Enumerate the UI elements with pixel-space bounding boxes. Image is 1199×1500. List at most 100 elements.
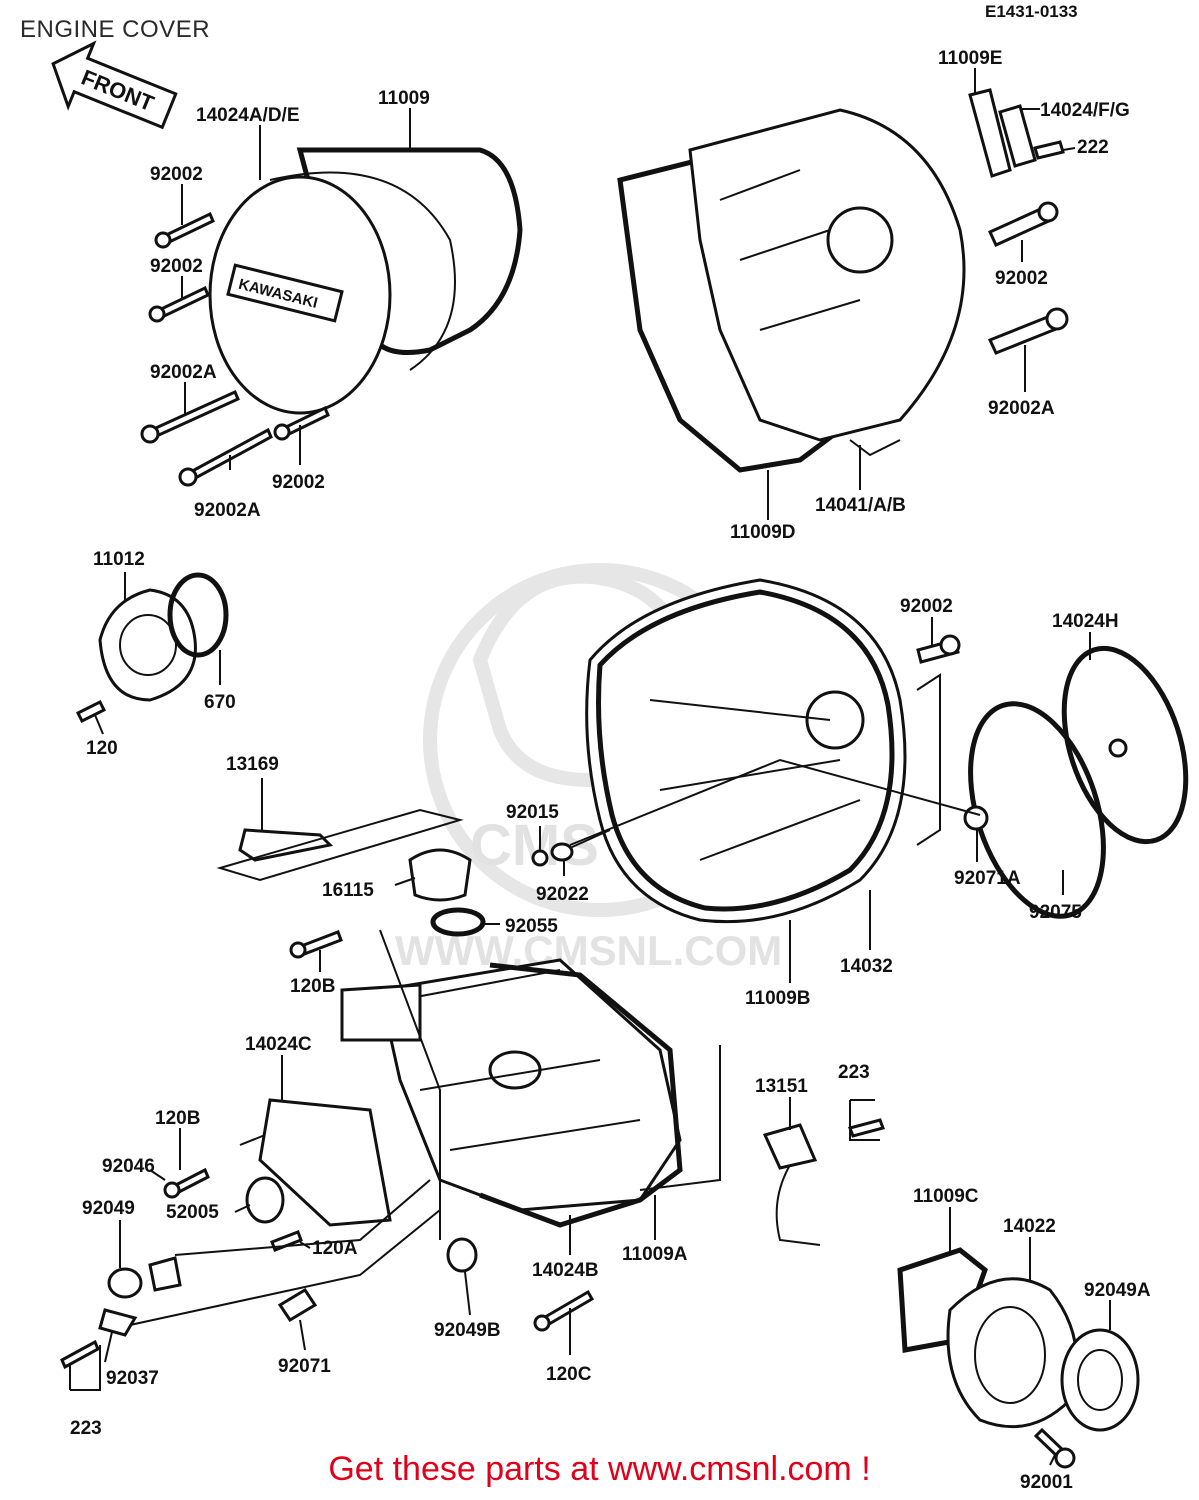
sensor-wire (775, 1164, 821, 1246)
side-cover-boss (826, 206, 894, 274)
gear-cover-group (289, 930, 683, 1228)
bolt-head (939, 634, 961, 656)
bracket-13169-frame (216, 808, 464, 882)
label-120: 120 (86, 738, 118, 759)
bolt-head (289, 941, 307, 959)
label-14024ade: 14024A/D/E (196, 105, 300, 126)
label-14024fg: 14024/F/G (1040, 100, 1130, 121)
bolt-head (178, 467, 198, 487)
side-cover (688, 108, 966, 442)
clip-92037 (98, 1308, 138, 1337)
bolt-head (163, 1181, 181, 1199)
cover-14022 (946, 1277, 1079, 1429)
leader-92037 (104, 1331, 113, 1363)
bolt-head (533, 1314, 551, 1332)
label-14022: 14022 (1003, 1216, 1056, 1237)
label-92071: 92071 (278, 1356, 331, 1377)
label-120c: 120C (546, 1364, 592, 1385)
label-92022: 92022 (536, 884, 589, 905)
label-11009c: 11009C (913, 1186, 979, 1207)
label-14024h: 14024H (1052, 611, 1119, 632)
label-222: 222 (1077, 137, 1109, 158)
part-labels: 14024A/D/E 11009 92002 92002 92002A 9200… (70, 48, 1151, 1493)
label-14041ab: 14041/A/B (815, 495, 906, 516)
gasket-11009a (479, 962, 683, 1228)
label-14024b: 14024B (532, 1260, 599, 1281)
label-92002: 92002 (995, 268, 1048, 289)
front-arrow-shape (51, 40, 178, 130)
side-cover-ribs (719, 169, 861, 331)
seal-52005 (245, 1176, 285, 1224)
front-arrow: FRONT (51, 40, 178, 130)
leader-120a (299, 1241, 311, 1249)
centerlines (379, 758, 981, 1240)
leader-222 (1062, 147, 1076, 151)
label-92002: 92002 (150, 256, 203, 277)
diagram-code: E1431-0133 (985, 2, 1078, 21)
bolt-head (154, 231, 172, 249)
label-92001: 92001 (1020, 1472, 1073, 1493)
leader-52005 (234, 1204, 251, 1213)
collar-92046 (148, 1256, 182, 1292)
side-cover-group (617, 108, 966, 473)
oring-670 (167, 572, 229, 658)
label-92049b: 92049B (434, 1320, 501, 1341)
lower-left-leaders (129, 1179, 441, 1326)
bolt-head (1054, 1447, 1076, 1469)
plate-14024c (258, 1098, 392, 1227)
label-92055: 92055 (505, 916, 558, 937)
clutch-cover-group (585, 578, 1189, 924)
label-92015: 92015 (506, 802, 559, 823)
screw-222 (1033, 140, 1065, 160)
label-11012: 11012 (93, 549, 145, 570)
filler-cap-16115 (408, 848, 472, 902)
plate-14024c-tab (239, 1134, 266, 1146)
washer-92022 (550, 842, 574, 862)
label-92002: 92002 (900, 596, 953, 617)
bolt-head (273, 423, 291, 441)
screw-223-a (848, 1118, 885, 1138)
label-leaders (94, 68, 1111, 1466)
cover-11012-group (75, 572, 229, 724)
filler-cap-group (408, 848, 486, 937)
bolt-head (1037, 201, 1059, 223)
bolt-head (148, 305, 166, 323)
label-120b: 120B (155, 1108, 200, 1129)
cover-11012-center (119, 614, 177, 676)
screw-223-b (60, 1339, 100, 1370)
gear-cover-ribs (399, 969, 641, 1151)
label-13151: 13151 (755, 1076, 808, 1097)
alternator-cover-rim (269, 171, 456, 371)
leader-120 (94, 714, 104, 735)
label-223: 223 (838, 1062, 870, 1083)
plug-92071a (963, 805, 989, 831)
upper-right-parts (968, 88, 1069, 355)
label-92002: 92002 (272, 472, 325, 493)
label-14032: 14032 (840, 956, 893, 977)
centerline-gear (639, 1045, 721, 1191)
sensor-13151-group (762, 1099, 885, 1246)
plate-14024c-group (239, 1098, 392, 1227)
centerline-left (379, 929, 441, 1240)
label-92049: 92049 (82, 1198, 135, 1219)
label-52005: 52005 (166, 1202, 219, 1223)
label-92002a: 92002A (150, 362, 217, 383)
alternator-cover-gasket (296, 147, 523, 355)
emblem-plate (226, 263, 344, 323)
bracket-223-a (849, 1099, 880, 1141)
gasket-11009b (596, 589, 895, 912)
bracket-13169 (238, 828, 334, 862)
label-92037: 92037 (106, 1368, 159, 1389)
cmsnl-footer-link[interactable]: Get these parts at www.cmsnl.com ! (328, 1450, 871, 1488)
label-11009a: 11009A (622, 1244, 688, 1265)
bracket-clutch (916, 673, 941, 846)
clutch-cover (585, 578, 907, 924)
lower-left-parts (60, 1167, 595, 1391)
label-92002a: 92002A (988, 398, 1055, 419)
leader-92071 (299, 1319, 306, 1351)
clip-92071 (277, 1287, 318, 1323)
leader-92049b (464, 1271, 471, 1316)
bolt-120 (75, 699, 107, 724)
